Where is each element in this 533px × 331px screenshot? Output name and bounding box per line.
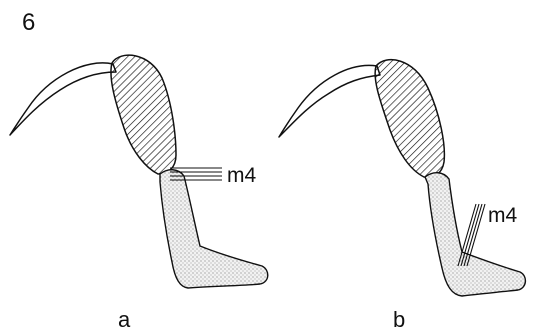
panel-b-muscle-label: m4 [488,204,517,227]
panel-a-label: a [118,307,131,331]
figure-number: 6 [22,9,35,36]
panel-b-drawing [279,60,525,296]
panel-b-stippled-segment [425,173,525,296]
panel-a-muscle-label: m4 [227,164,256,187]
panel-a-hatched-segment [111,55,176,174]
panel-b-claw [279,65,380,137]
panel-b-hatched-segment [375,60,444,177]
panel-b-label: b [393,307,405,331]
panel-a-stippled-segment [160,170,268,288]
panel-a-claw [10,63,116,135]
